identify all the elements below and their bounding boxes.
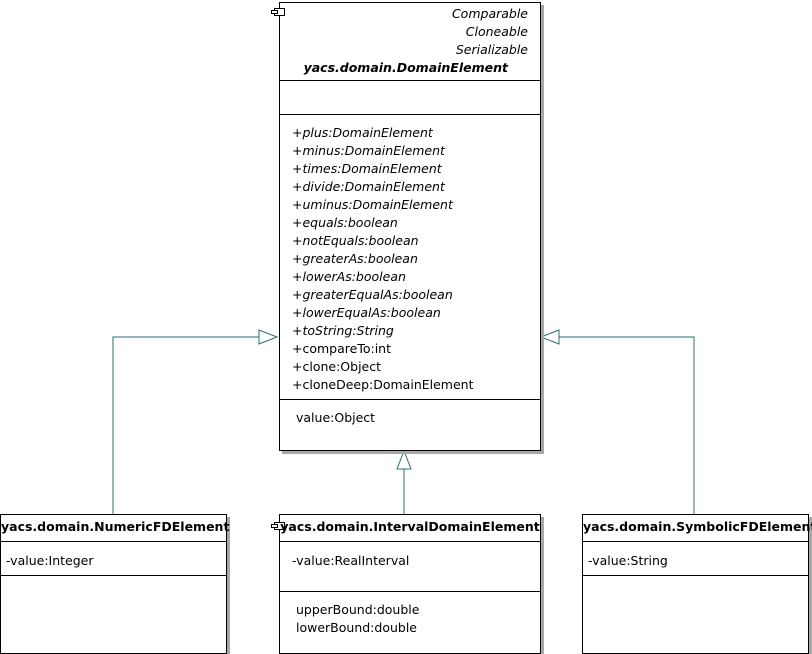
method-item: +minus:DomainElement — [292, 143, 445, 158]
method-item: +uminus:DomainElement — [292, 197, 453, 212]
method-item: +lowerEqualAs:boolean — [292, 305, 441, 320]
compartment-divider — [280, 541, 540, 542]
property-item: lowerBound:double — [296, 620, 417, 635]
class-symbolic-fd-element[interactable]: yacs.domain.SymbolicFDElement -value:Str… — [582, 514, 812, 654]
class-name: yacs.domain.DomainElement — [303, 60, 508, 75]
generalization-arrowhead-symbolic — [539, 329, 560, 345]
interface-label: Serializable — [455, 42, 528, 57]
method-item: +greaterAs:boolean — [292, 251, 418, 266]
generalization-arrowhead-numeric — [258, 329, 279, 345]
property-item: value:Object — [296, 410, 376, 425]
class-name: yacs.domain.NumericFDElement — [1, 519, 230, 534]
compartment-divider — [280, 591, 540, 592]
compartment-divider — [583, 575, 808, 576]
compartment-divider — [280, 80, 540, 81]
property-item: upperBound:double — [296, 602, 420, 617]
generalization-edge-numeric — [112, 336, 259, 514]
package-icon — [271, 522, 285, 530]
class-interval-domain-element[interactable]: yacs.domain.IntervalDomainElement -value… — [271, 514, 541, 654]
compartment-divider — [1, 575, 226, 576]
compartment-divider — [280, 114, 540, 115]
method-item: +equals:boolean — [292, 215, 398, 230]
attribute-item: -value:String — [588, 553, 668, 568]
method-item: +compareTo:int — [292, 341, 391, 356]
generalization-arrowhead-interval — [396, 449, 412, 470]
class-name: yacs.domain.IntervalDomainElement — [280, 519, 540, 534]
compartment-divider — [583, 541, 808, 542]
attribute-item: -value:Integer — [6, 553, 94, 568]
method-item: +cloneDeep:DomainElement — [292, 377, 474, 392]
method-item: +notEquals:boolean — [292, 233, 419, 248]
method-item: +toString:String — [292, 323, 394, 338]
compartment-divider — [1, 541, 226, 542]
method-item: +times:DomainElement — [292, 161, 442, 176]
attribute-item: -value:RealInterval — [292, 553, 410, 568]
interface-label: Comparable — [451, 6, 528, 21]
method-item: +plus:DomainElement — [292, 125, 433, 140]
interface-label: Cloneable — [465, 24, 528, 39]
generalization-edge-symbolic — [559, 336, 695, 514]
compartment-divider — [280, 399, 540, 400]
class-numeric-fd-element[interactable]: yacs.domain.NumericFDElement -value:Inte… — [0, 514, 230, 654]
class-domain-element[interactable]: Comparable Cloneable Serializable yacs.d… — [271, 2, 541, 451]
method-item: +greaterEqualAs:boolean — [292, 287, 453, 302]
package-icon — [271, 8, 285, 16]
method-item: +divide:DomainElement — [292, 179, 445, 194]
method-item: +clone:Object — [292, 359, 382, 374]
class-name: yacs.domain.SymbolicFDElement — [583, 519, 812, 534]
method-item: +lowerAs:boolean — [292, 269, 406, 284]
